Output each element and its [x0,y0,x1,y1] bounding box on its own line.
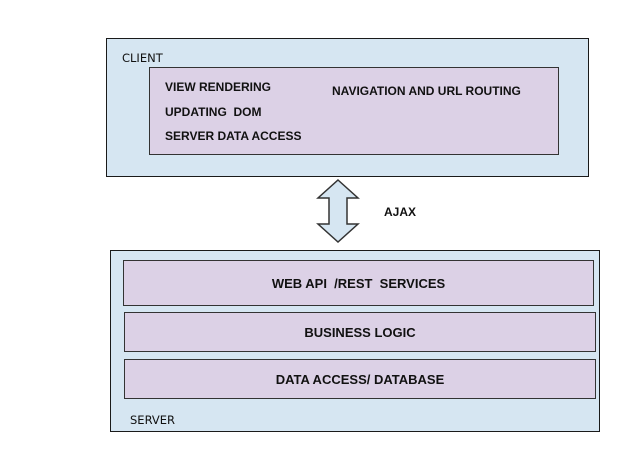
server-layer-data-access: DATA ACCESS/ DATABASE [124,359,596,399]
double-arrow-icon [316,178,360,244]
server-title: SERVER [130,413,176,427]
server-layer-business-logic: BUSINESS LOGIC [124,312,596,352]
client-item-server-data-access: SERVER DATA ACCESS [165,129,302,143]
client-item-updating-dom: UPDATING DOM [165,105,262,119]
server-layer-web-api: WEB API /REST SERVICES [123,260,594,306]
server-layer-web-api-label: WEB API /REST SERVICES [271,275,446,291]
ajax-label: AJAX [384,205,417,219]
client-title: CLIENT [122,51,163,65]
client-components-box [149,67,559,155]
server-layer-business-logic-label: BUSINESS LOGIC [304,324,416,340]
client-item-view-rendering: VIEW RENDERING [165,80,272,94]
server-layer-data-access-label: DATA ACCESS/ DATABASE [275,371,445,387]
client-item-navigation: NAVIGATION AND URL ROUTING [332,84,521,98]
